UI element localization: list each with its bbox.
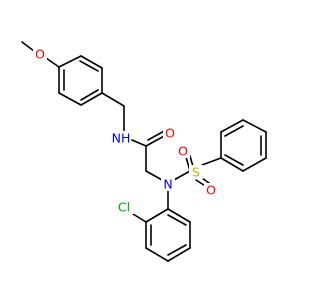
bond xyxy=(58,55,82,68)
bond-lines xyxy=(21,41,267,262)
bond xyxy=(45,57,60,68)
bond xyxy=(79,60,99,72)
atom-label-bg xyxy=(189,165,203,179)
bond xyxy=(242,157,267,172)
amide-nitrogen-label: NH xyxy=(112,131,131,146)
sulfonamide-nitrogen-label: N xyxy=(163,177,172,192)
sulfur-label: S xyxy=(192,165,200,180)
bond xyxy=(167,214,187,226)
bond xyxy=(80,92,103,106)
atom-label-bg xyxy=(161,177,175,191)
bond xyxy=(101,92,125,107)
atom-label-bg xyxy=(114,200,134,214)
bond xyxy=(21,41,35,52)
bond xyxy=(145,208,169,223)
bond xyxy=(131,139,147,147)
bond xyxy=(224,154,244,166)
methoxy-oxygen-label: O xyxy=(35,47,45,62)
bond xyxy=(224,125,244,137)
atom-labels: O NH O N S O O Cl xyxy=(33,47,218,215)
bond xyxy=(220,119,244,133)
bond xyxy=(167,208,191,223)
bond xyxy=(132,213,147,223)
chlorine-label: Cl xyxy=(118,200,130,215)
bond xyxy=(167,247,191,262)
bond xyxy=(58,92,82,106)
sulfonyl-oxygen-label: O xyxy=(178,144,188,159)
atom-label-bg xyxy=(33,47,47,61)
atom-label-bg xyxy=(204,183,218,197)
bond xyxy=(220,157,244,172)
carbonyl-oxygen-label: O xyxy=(165,126,175,141)
molecule-structure: O NH O N S O O Cl xyxy=(21,41,267,262)
bond xyxy=(173,170,191,181)
bond xyxy=(167,244,187,256)
atom-label-bg xyxy=(176,144,190,158)
atom-label-bg xyxy=(111,131,131,145)
bond xyxy=(145,134,167,147)
bond xyxy=(80,89,99,101)
bond xyxy=(201,157,222,166)
bond xyxy=(145,247,169,262)
bond xyxy=(242,119,267,133)
bond xyxy=(80,55,103,69)
atom-label-bg xyxy=(163,126,177,140)
bond xyxy=(145,170,163,181)
sulfonyl-oxygen-label: O xyxy=(206,183,216,198)
